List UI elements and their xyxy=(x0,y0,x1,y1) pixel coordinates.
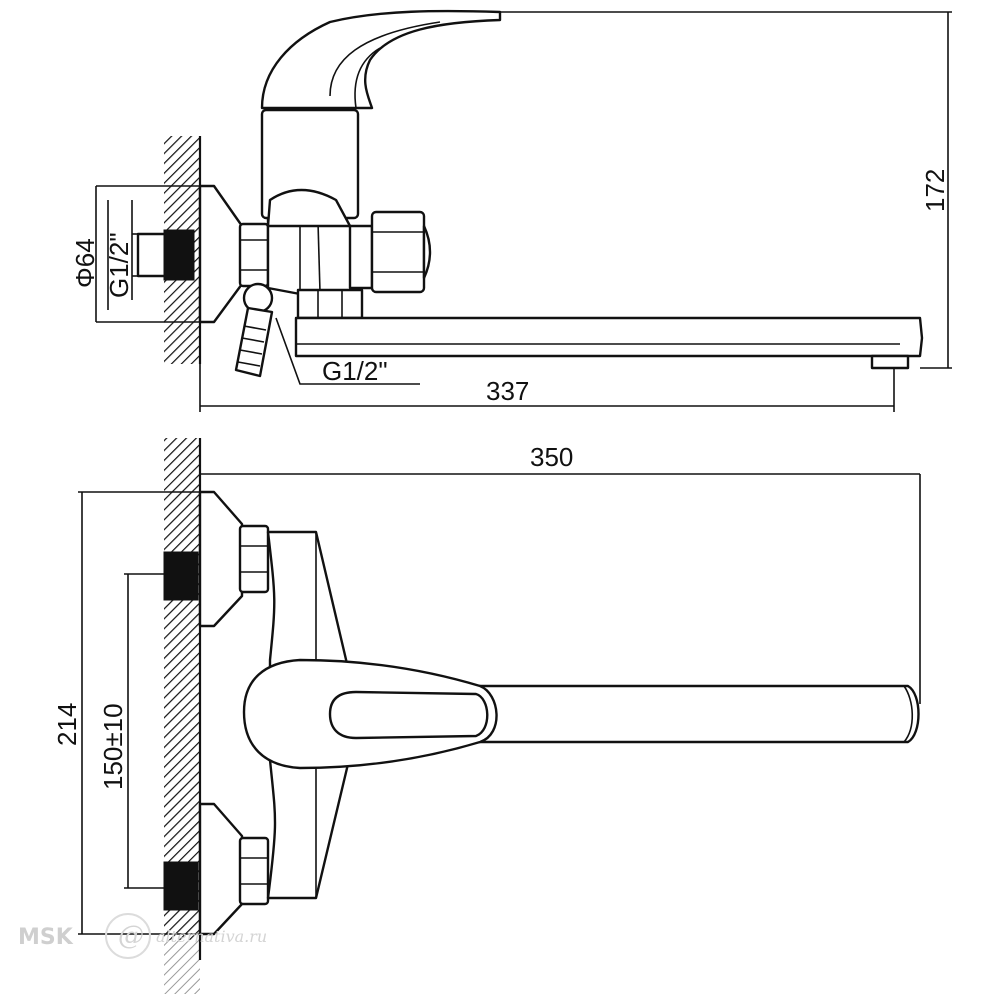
spout-plan xyxy=(438,684,920,744)
plan-view xyxy=(78,438,921,994)
hose-connector xyxy=(234,282,274,378)
watermark-at-icon: @ xyxy=(118,921,144,951)
wall-fitting-lower xyxy=(163,861,199,911)
label-diameter: Φ64 xyxy=(70,238,100,288)
label-height: 172 xyxy=(920,169,950,212)
escutcheon xyxy=(198,184,244,324)
spout-collar xyxy=(296,288,364,320)
label-total-length: 350 xyxy=(530,442,573,472)
label-center-distance: 150±10 xyxy=(98,703,128,790)
label-hose-thread: G1/2" xyxy=(322,356,388,386)
lever-handle xyxy=(260,9,502,110)
watermark-site: alternativa.ru xyxy=(156,927,267,946)
lever-slot xyxy=(328,690,489,740)
aerator xyxy=(870,354,910,370)
hex-nut-upper xyxy=(238,524,270,594)
hex-nut-lower xyxy=(238,836,270,906)
escutcheon-upper xyxy=(198,490,244,628)
label-total-width: 214 xyxy=(52,703,82,746)
diverter-nut xyxy=(370,210,426,294)
wall-pipe xyxy=(136,232,170,278)
hex-nut-left xyxy=(238,222,270,288)
spout xyxy=(294,316,924,358)
watermark: MSK @ alternativa.ru xyxy=(18,913,267,959)
hex-nut-right xyxy=(348,224,374,290)
label-inlet-thread: G1/2" xyxy=(104,232,134,298)
watermark-brand: MSK xyxy=(18,925,74,950)
side-view xyxy=(95,9,952,412)
label-spout-reach: 337 xyxy=(486,376,529,406)
wall-fitting-upper xyxy=(163,551,199,601)
wall-hatch-bottom xyxy=(164,438,200,994)
escutcheon-lower xyxy=(198,802,244,936)
wall-fitting-black xyxy=(163,229,195,281)
